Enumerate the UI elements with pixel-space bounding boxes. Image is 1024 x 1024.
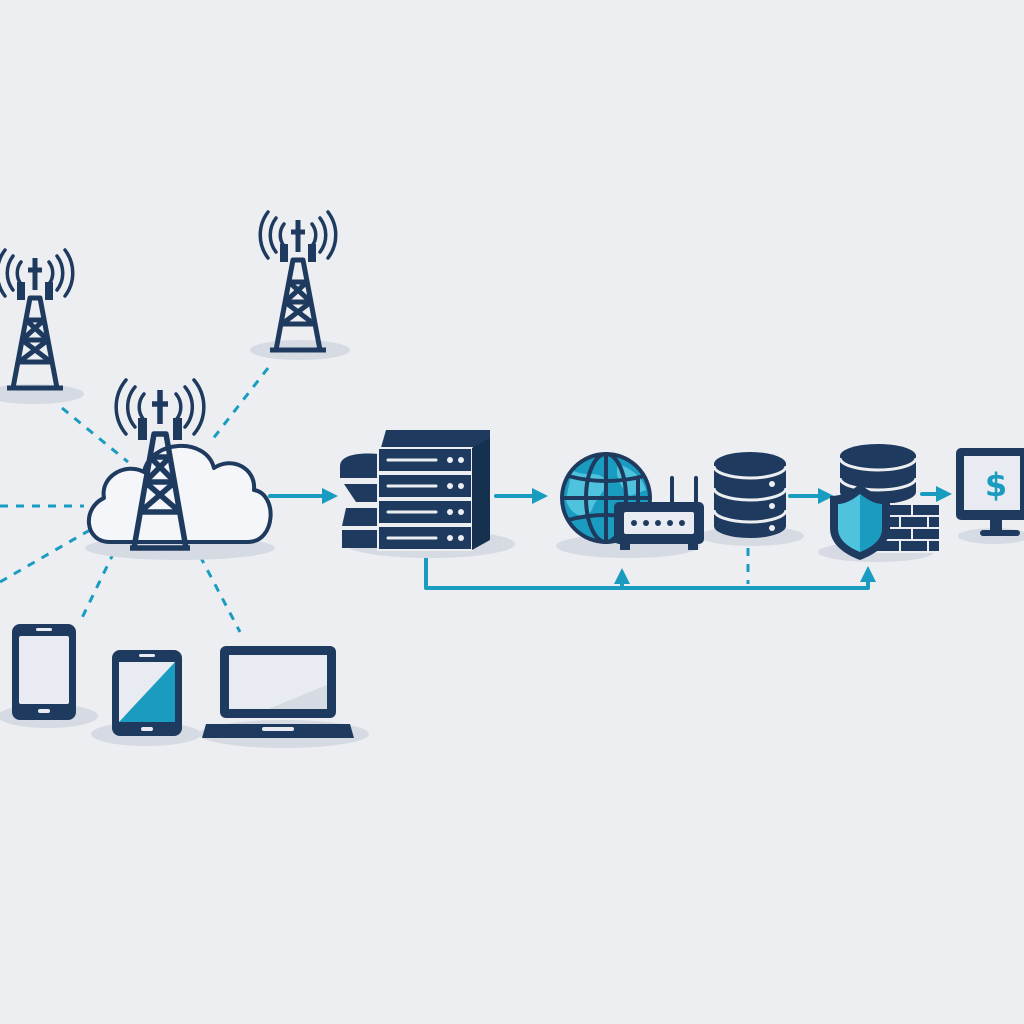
cell-tower-icon [258, 210, 338, 353]
tablet-icon [112, 650, 182, 736]
cloud-shape [87, 444, 273, 544]
cell-tower-icon [0, 248, 75, 391]
link-tower-left [61, 406, 129, 464]
dollar-symbol: $ [985, 466, 1007, 504]
cloud-tower-icon [87, 378, 273, 551]
database-icon [712, 452, 788, 538]
bus-line [424, 548, 876, 590]
smartphone-icon [12, 624, 76, 720]
link-tower-top [210, 367, 270, 441]
globe-router-icon [560, 452, 704, 550]
dashed-connections [0, 367, 750, 633]
payment-monitor-icon: $ [956, 448, 1024, 536]
link-laptop [198, 555, 242, 633]
shield-firewall-icon [830, 444, 941, 560]
link-offscreen-lower [0, 528, 91, 584]
server-rack-icon [340, 430, 490, 551]
link-smartphone [78, 551, 116, 623]
bottom-bus [424, 548, 876, 590]
flow-arrows [268, 486, 952, 504]
laptop-icon [202, 646, 354, 738]
